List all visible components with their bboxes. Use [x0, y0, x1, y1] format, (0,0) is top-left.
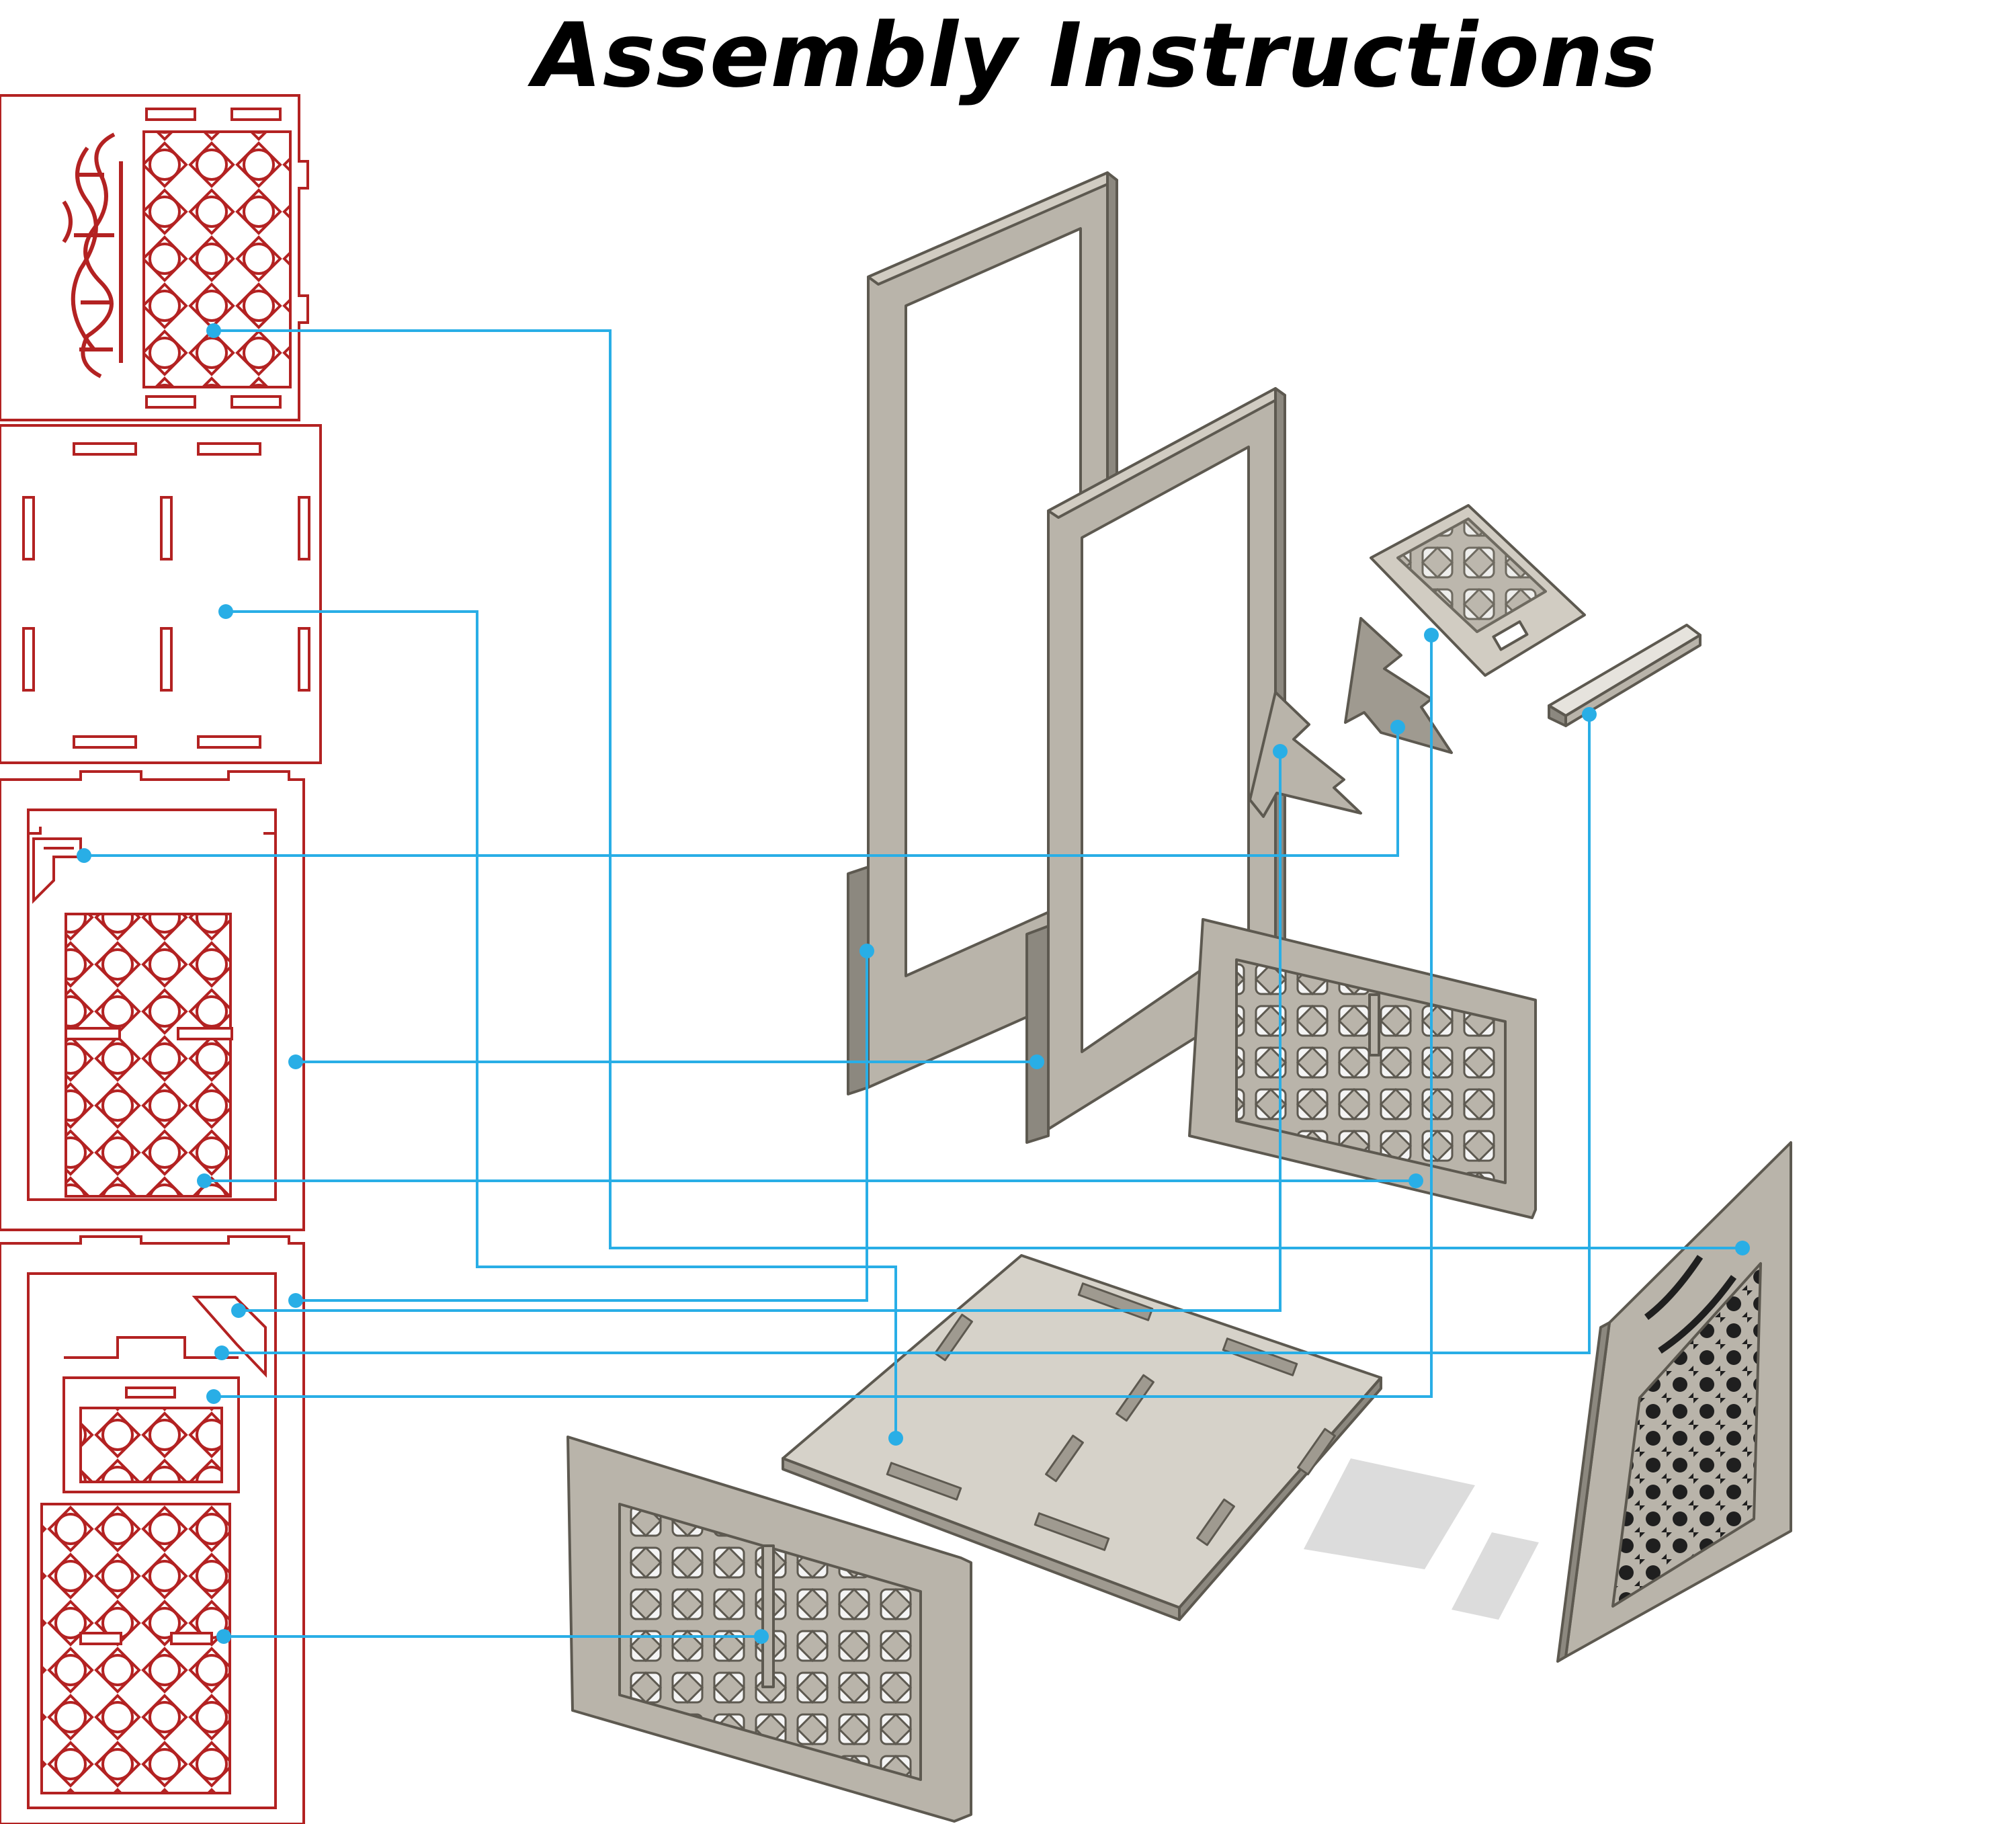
side-panel-sheet: [0, 770, 305, 1231]
front-frame: [1025, 387, 1286, 1144]
top-lattice-panel: [1370, 504, 1586, 677]
exploded-parts: [566, 171, 1792, 1823]
right-lattice-panel: [1188, 918, 1537, 1219]
top-bar: [1548, 624, 1702, 727]
base-plate-sheet: [0, 424, 322, 764]
large-triangle-brace: [1344, 617, 1453, 754]
calligraphy-icon: [62, 132, 123, 378]
front-lattice-panel: [566, 1436, 972, 1823]
front-panel-sheet: [0, 1235, 305, 1824]
connector-lines: [84, 329, 1742, 1638]
page-title: Assembly Instructions: [533, 4, 1658, 108]
cut-sheets: [0, 94, 322, 1824]
calligraphy-panel-sheet: [0, 94, 309, 421]
calligraphy-panel: [1556, 1141, 1792, 1663]
small-triangle-brace: [1249, 691, 1362, 818]
connector-dots: [77, 323, 1750, 1644]
floor-shadows: [1304, 1458, 1539, 1620]
